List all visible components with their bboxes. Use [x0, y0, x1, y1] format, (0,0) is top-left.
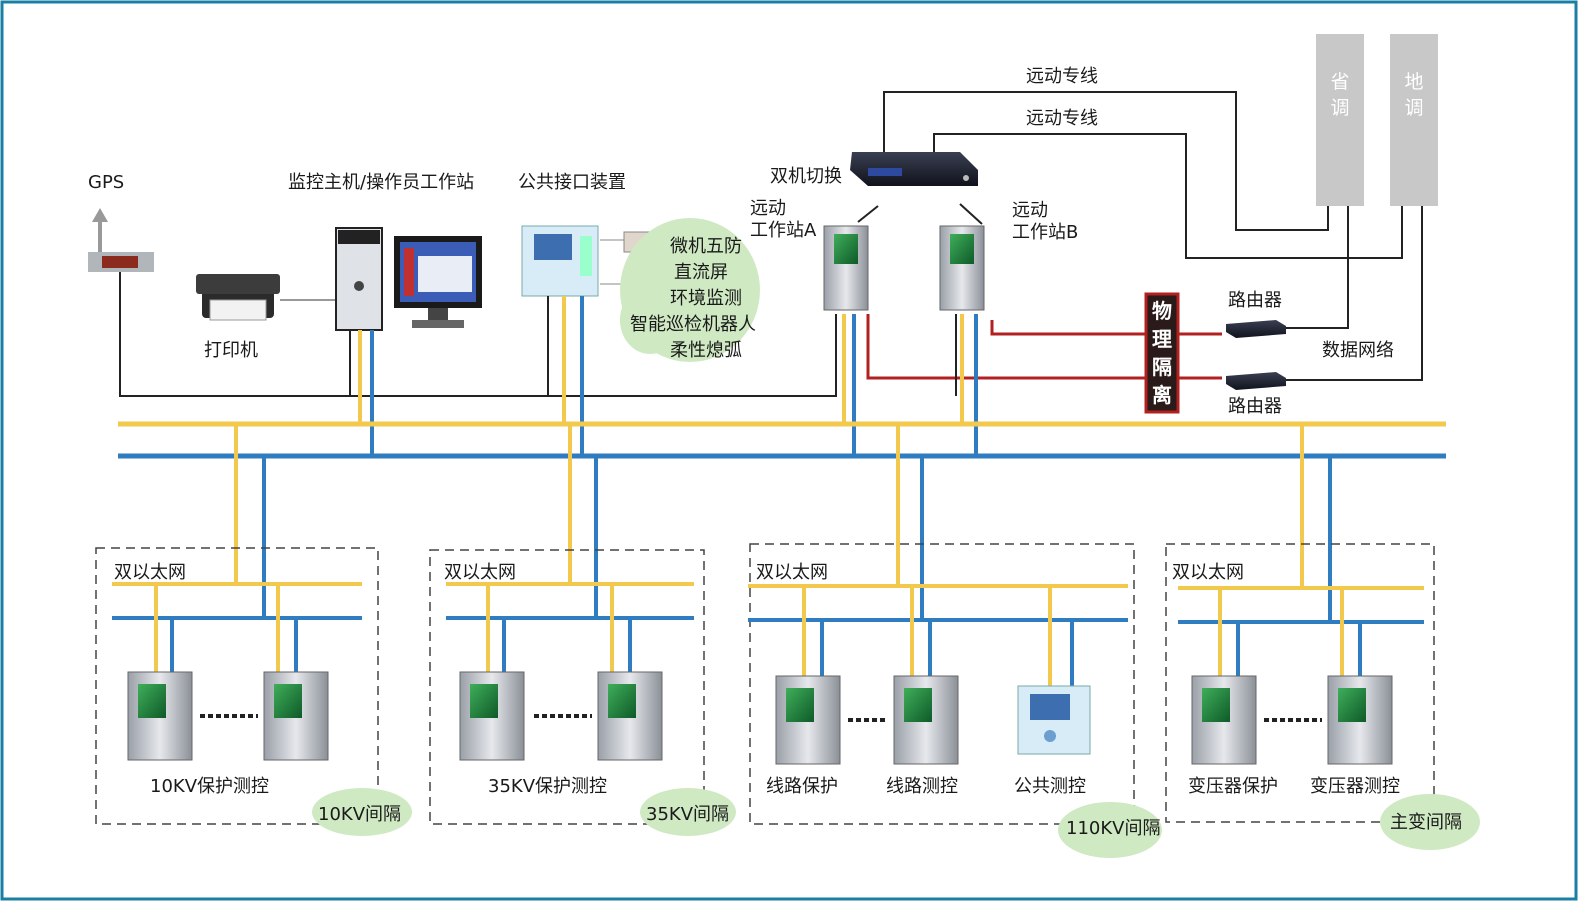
interface-item-5: 柔性熄弧	[670, 340, 742, 361]
public-interface-label: 公共接口装置	[518, 172, 626, 193]
bay-35kv-device-label: 35KV保护测控	[488, 776, 607, 797]
isolation-char-1: 物	[1152, 299, 1172, 323]
bay-35kv: 双以太网 35KV保护测控 35KV间隔	[429, 549, 736, 836]
bay-35kv-tag-label: 35KV间隔	[646, 804, 729, 825]
line-control-label: 线路测控	[886, 776, 958, 797]
interface-item-3: 环境监测	[670, 288, 742, 309]
transformer-protection-label: 变压器保护	[1188, 776, 1278, 797]
remote-workstation-b	[939, 225, 985, 311]
public-control-label: 公共测控	[1014, 776, 1086, 797]
dual-switch-label: 双机切换	[770, 166, 842, 187]
line-protection-label: 线路保护	[766, 776, 838, 797]
protection-cabinet	[263, 671, 329, 761]
local-dispatch-char-2: 调	[1404, 97, 1423, 119]
interface-item-4: 智能巡检机器人	[630, 314, 756, 335]
remote-b-label-2: 工作站B	[1012, 222, 1078, 243]
bay-transformer-tag-label: 主变间隔	[1390, 812, 1462, 833]
local-dispatch-char-1: 地	[1404, 71, 1423, 93]
bay-yellow-drops	[234, 424, 1304, 588]
bay-transformer: 双以太网 变压器保护 变压器测控 主变间隔	[1165, 543, 1480, 850]
printer-icon	[196, 274, 280, 321]
interface-item-2: 直流屏	[674, 262, 728, 283]
bay-110kv-tag: 110KV间隔	[1058, 802, 1162, 858]
data-network-label: 数据网络	[1322, 340, 1394, 361]
bay-35kv-network-label: 双以太网	[444, 562, 516, 583]
monitor-host-label: 监控主机/操作员工作站	[288, 172, 474, 193]
bay-110kv: 双以太网 线路保护 线路测控 公共测控 110KV间隔	[748, 543, 1162, 858]
bay-10kv-network-label: 双以太网	[114, 562, 186, 583]
isolation-char-3: 隔	[1152, 355, 1172, 379]
interface-item-1: 微机五防	[670, 236, 742, 257]
bay-blue-drops	[262, 456, 1332, 622]
bay-110kv-tag-label: 110KV间隔	[1066, 818, 1160, 839]
bay-10kv-tag-label: 10KV间隔	[318, 804, 401, 825]
router-2	[1226, 372, 1286, 390]
bay-110kv-network-label: 双以太网	[756, 562, 828, 583]
bay-10kv-tag: 10KV间隔	[312, 788, 412, 836]
transformer-protection-cabinet	[1191, 675, 1257, 765]
bay-10kv-device-label: 10KV保护测控	[150, 776, 269, 797]
protection-cabinet	[127, 671, 193, 761]
top-device-yellow-drops	[358, 296, 964, 424]
bay-transformer-tag: 主变间隔	[1380, 794, 1480, 850]
remote-line-2-label: 远动专线	[1026, 108, 1098, 129]
public-control-device	[1017, 685, 1091, 755]
remote-a-label-1: 远动	[750, 198, 786, 219]
physical-isolation-box: 物 理 隔 离	[1144, 292, 1180, 414]
router-2-label: 路由器	[1228, 396, 1282, 417]
public-interface-device	[521, 225, 599, 297]
bay-transformer-network-label: 双以太网	[1172, 562, 1244, 583]
remote-a-label-2: 工作站A	[750, 220, 817, 241]
remote-line-2	[933, 133, 1403, 259]
remote-line-1-label: 远动专线	[1026, 66, 1098, 87]
router-1	[1226, 320, 1286, 338]
protection-cabinet	[597, 671, 663, 761]
protection-cabinet	[459, 671, 525, 761]
remote-line-1	[883, 91, 1329, 231]
printer-label: 打印机	[204, 340, 258, 361]
province-dispatch: 省 调	[1316, 34, 1364, 206]
monitor-host-tower	[335, 227, 383, 331]
interface-items-cloud: 微机五防 直流屏 环境监测 智能巡检机器人 柔性熄弧	[620, 218, 760, 362]
local-dispatch: 地 调	[1390, 34, 1438, 206]
bay-10kv: 双以太网 10KV保护测控 10KV间隔	[95, 547, 412, 836]
router-1-label: 路由器	[1228, 290, 1282, 311]
red-isolation-links	[866, 314, 1222, 380]
isolation-char-2: 理	[1152, 327, 1172, 351]
gps-sync-line	[119, 272, 957, 397]
province-dispatch-char-2: 调	[1330, 97, 1349, 119]
province-dispatch-char-1: 省	[1330, 71, 1349, 93]
dual-switch-device	[850, 152, 978, 186]
bay-35kv-tag: 35KV间隔	[640, 788, 736, 836]
remote-workstation-a	[823, 225, 869, 311]
top-device-blue-drops	[370, 296, 978, 456]
remote-b-label-1: 远动	[1012, 200, 1048, 221]
gps-device	[88, 208, 154, 272]
data-network-lines	[1286, 206, 1423, 381]
transformer-control-label: 变压器测控	[1310, 776, 1400, 797]
gps-label: GPS	[88, 172, 124, 193]
monitor-screen	[394, 236, 482, 328]
transformer-control-cabinet	[1327, 675, 1393, 765]
line-control-cabinet	[893, 675, 959, 765]
isolation-char-4: 离	[1152, 383, 1172, 407]
line-protection-cabinet	[775, 675, 841, 765]
